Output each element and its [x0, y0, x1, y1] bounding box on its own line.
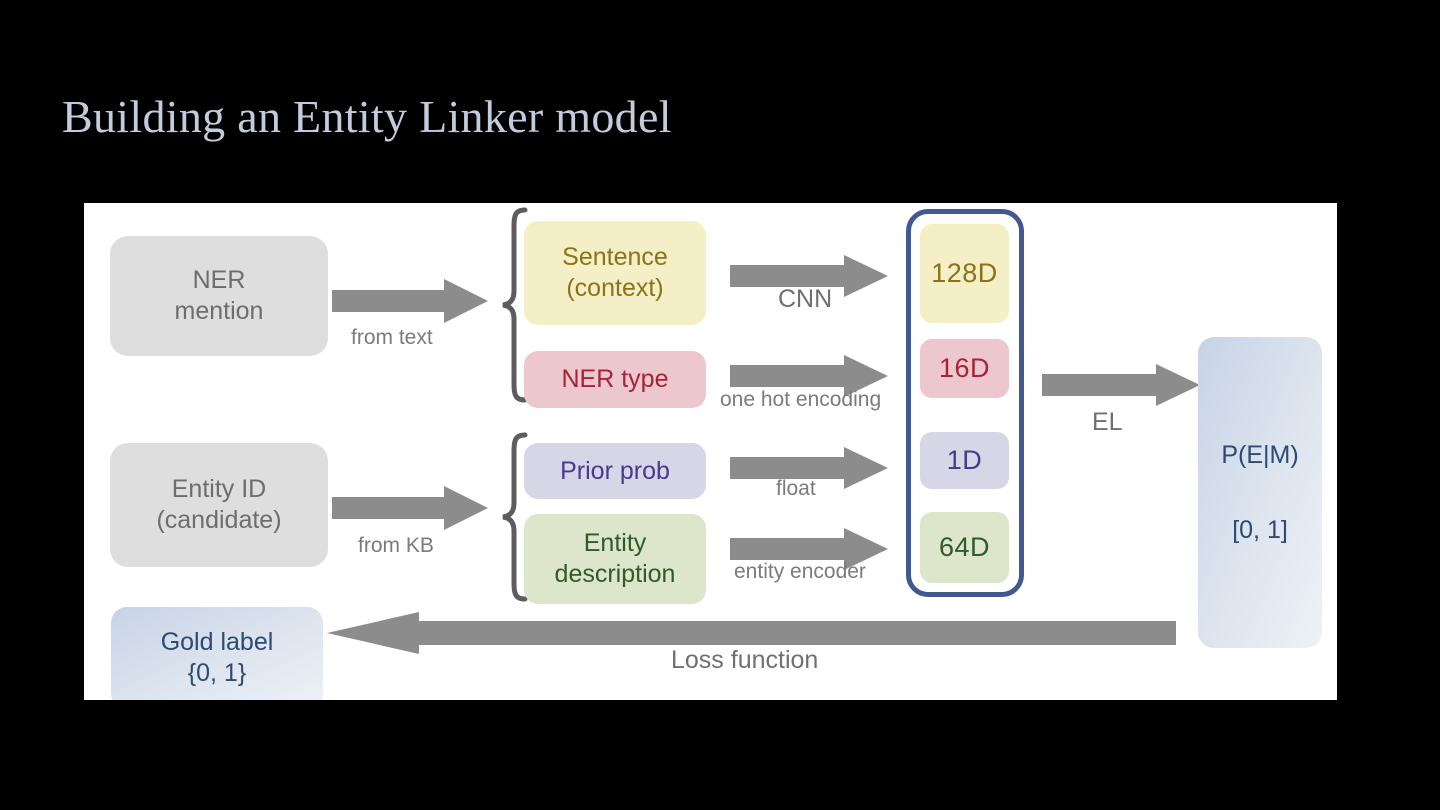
node-ner-mention[interactable]: NER mention [110, 236, 328, 356]
node-sentence-context[interactable]: Sentence (context) [524, 221, 706, 325]
label-float: float [776, 477, 816, 500]
arrow-cnn [730, 255, 888, 297]
arrow-from-text [332, 279, 488, 323]
label-entity-encoder: entity encoder [734, 560, 866, 583]
output-probability-expression: P(E|M) [1221, 440, 1299, 469]
arrow-float [730, 447, 888, 489]
chip-dim-16[interactable]: 16D [920, 339, 1009, 398]
arrow-el [1042, 364, 1200, 406]
node-ner-type[interactable]: NER type [524, 351, 706, 408]
arrow-from-kb [332, 486, 488, 530]
label-from-text: from text [351, 326, 433, 349]
chip-dim-128[interactable]: 128D [920, 224, 1009, 323]
output-probability-range: [0, 1] [1232, 515, 1288, 544]
arrow-loss-function [327, 612, 1176, 654]
page-title: Building an Entity Linker model [62, 91, 672, 142]
arrow-entity-encoder [730, 528, 888, 570]
label-one-hot-encoding: one hot encoding [720, 388, 882, 411]
chip-dim-1[interactable]: 1D [920, 432, 1009, 489]
node-entity-description[interactable]: Entity description [524, 514, 706, 604]
arrow-one-hot-encoding [730, 355, 888, 397]
diagram-panel: NER mention Entity ID (candidate) Gold l… [84, 203, 1337, 700]
chip-dim-64[interactable]: 64D [920, 512, 1009, 583]
node-gold-label[interactable]: Gold label {0, 1} [111, 607, 323, 700]
encoding-stack-outline [906, 209, 1024, 597]
label-from-kb: from KB [358, 534, 434, 557]
label-cnn: CNN [778, 285, 833, 313]
node-output-probability[interactable]: P(E|M) [0, 1] [1198, 337, 1322, 648]
brace-entity-features [499, 431, 529, 603]
node-entity-id[interactable]: Entity ID (candidate) [110, 443, 328, 567]
label-loss-function: Loss function [671, 646, 819, 674]
label-el: EL [1092, 408, 1123, 436]
brace-mention-features [499, 206, 529, 404]
node-prior-prob[interactable]: Prior prob [524, 443, 706, 499]
